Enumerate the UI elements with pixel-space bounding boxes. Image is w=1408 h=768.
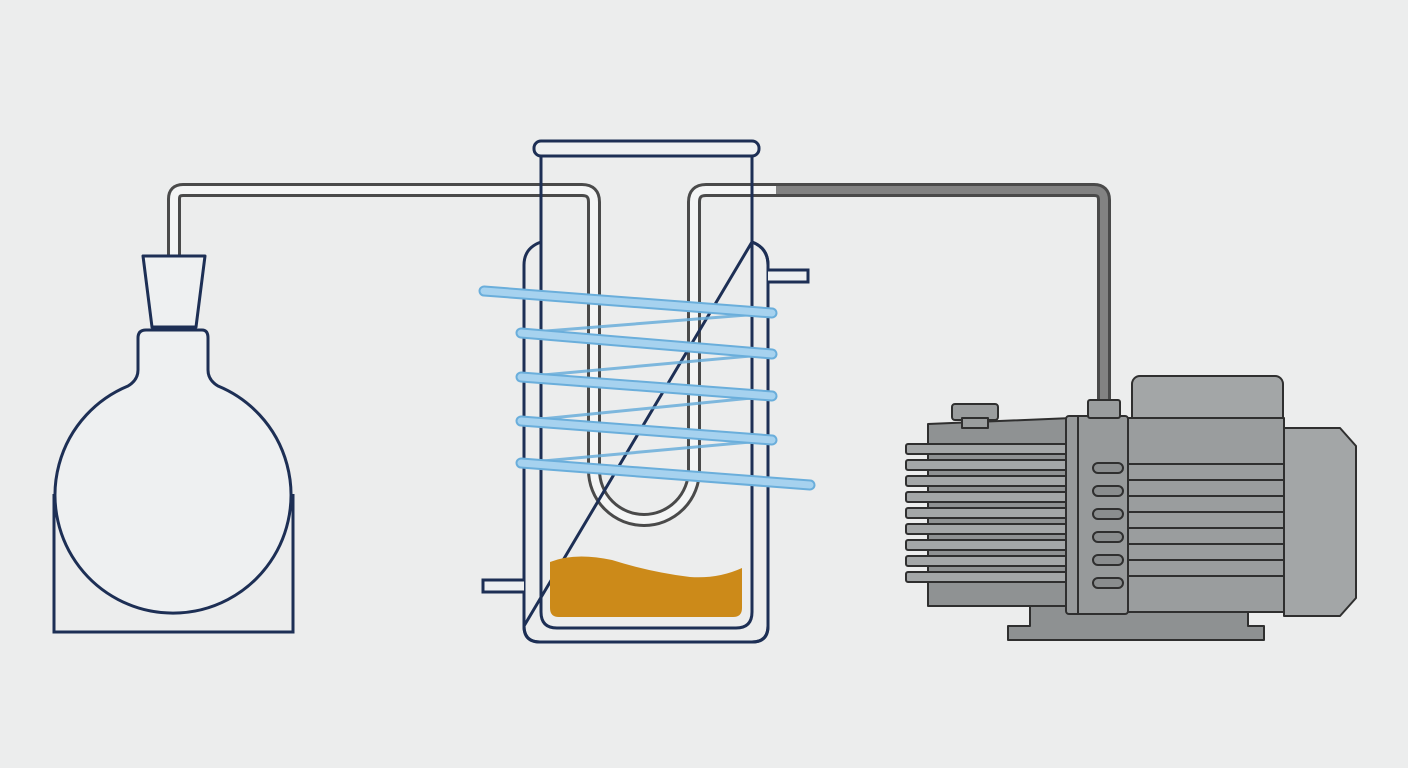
cooling-coil	[478, 285, 816, 491]
coolant-outlet-port	[768, 268, 810, 284]
trap-inner-vessel	[539, 156, 754, 630]
pump-motor-endcap	[1283, 427, 1357, 617]
pump-vent-slots	[1092, 462, 1124, 589]
pump-fins	[905, 443, 1073, 583]
cooling-coil-back	[519, 311, 774, 465]
cold-trap	[478, 139, 816, 644]
condensate-liquid	[550, 556, 742, 617]
inlet-tube	[167, 183, 780, 527]
vacuum-pump	[905, 375, 1357, 641]
flask-stand	[52, 494, 295, 634]
flask-body	[53, 328, 293, 615]
pump-inlet-port	[1087, 399, 1121, 419]
trap-rim	[532, 139, 761, 158]
pump-body	[1111, 417, 1285, 613]
motor-fins	[1126, 463, 1284, 577]
vacuum-line	[776, 183, 1111, 404]
round-bottom-flask	[52, 254, 295, 634]
coolant-inlet-port	[481, 578, 524, 594]
flask-stopper	[141, 254, 207, 329]
